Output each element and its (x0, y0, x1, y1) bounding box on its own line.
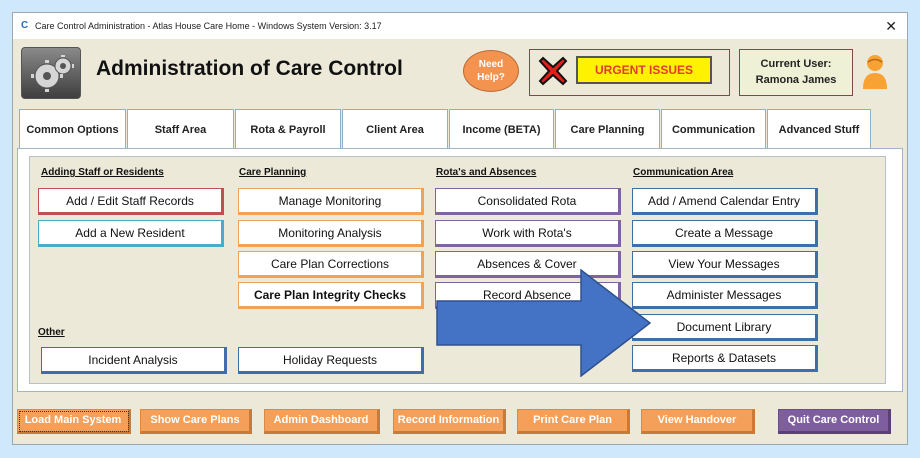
big-right-arrow (436, 269, 652, 377)
section-heading-other: Other (38, 327, 65, 338)
add-new-resident-button[interactable]: Add a New Resident (38, 220, 224, 247)
document-library-button[interactable]: Document Library (632, 314, 818, 341)
section-heading-staff-residents: Adding Staff or Residents (41, 167, 164, 178)
red-x-icon (538, 56, 568, 86)
manage-monitoring-button[interactable]: Manage Monitoring (238, 188, 424, 215)
section-heading-rotas-absences: Rota's and Absences (436, 167, 537, 178)
tab-advanced-stuff[interactable]: Advanced Stuff (767, 109, 871, 150)
incident-analysis-button[interactable]: Incident Analysis (41, 347, 227, 374)
help-button[interactable]: Need Help? (463, 50, 519, 92)
help-label-line2: Help? (477, 72, 505, 83)
care-plan-corrections-button[interactable]: Care Plan Corrections (238, 251, 424, 278)
work-with-rotas-button[interactable]: Work with Rota's (435, 220, 621, 247)
create-message-button[interactable]: Create a Message (632, 220, 818, 247)
common-options-panel: Adding Staff or Residents Add / Edit Sta… (17, 148, 903, 392)
tab-client-area[interactable]: Client Area (342, 109, 448, 150)
current-user-label: Current User: (760, 58, 832, 70)
absences-cover-button[interactable]: Absences & Cover (435, 251, 621, 278)
common-options-content: Adding Staff or Residents Add / Edit Sta… (29, 156, 886, 384)
urgent-issues-button[interactable]: URGENT ISSUES (576, 56, 712, 84)
section-heading-care-planning: Care Planning (239, 167, 307, 178)
page-title: Administration of Care Control (96, 57, 403, 80)
tab-income-beta[interactable]: Income (BETA) (449, 109, 554, 150)
show-care-plans-button[interactable]: Show Care Plans (140, 409, 252, 434)
add-amend-calendar-entry-button[interactable]: Add / Amend Calendar Entry (632, 188, 818, 215)
view-your-messages-button[interactable]: View Your Messages (632, 251, 818, 278)
app-window: C Care Control Administration - Atlas Ho… (12, 12, 908, 445)
urgent-issues-panel: URGENT ISSUES (529, 49, 730, 96)
quit-care-control-button[interactable]: Quit Care Control (778, 409, 891, 434)
monitoring-analysis-button[interactable]: Monitoring Analysis (238, 220, 424, 247)
title-bar: C Care Control Administration - Atlas Ho… (13, 13, 907, 39)
user-avatar-icon (863, 55, 887, 89)
section-heading-communication: Communication Area (633, 167, 734, 178)
record-information-button[interactable]: Record Information (393, 409, 506, 434)
load-main-system-button[interactable]: Load Main System (17, 409, 131, 434)
help-label-line1: Need (478, 59, 504, 70)
view-handover-button[interactable]: View Handover (641, 409, 755, 434)
current-user-panel: Current User: Ramona James (739, 49, 853, 96)
administer-messages-button[interactable]: Administer Messages (632, 282, 818, 309)
window-title: Care Control Administration - Atlas Hous… (35, 21, 382, 31)
add-edit-staff-records-button[interactable]: Add / Edit Staff Records (38, 188, 224, 215)
tab-care-planning[interactable]: Care Planning (555, 109, 660, 150)
tab-staff-area[interactable]: Staff Area (127, 109, 234, 150)
admin-dashboard-button[interactable]: Admin Dashboard (264, 409, 380, 434)
reports-datasets-button[interactable]: Reports & Datasets (632, 345, 818, 372)
header: Administration of Care Control Need Help… (13, 39, 907, 111)
gears-icon (21, 47, 81, 99)
print-care-plan-button[interactable]: Print Care Plan (517, 409, 630, 434)
tab-rota-payroll[interactable]: Rota & Payroll (235, 109, 341, 150)
tab-common-options[interactable]: Common Options (19, 109, 126, 150)
holiday-requests-button[interactable]: Holiday Requests (238, 347, 424, 374)
care-plan-integrity-checks-button[interactable]: Care Plan Integrity Checks (238, 282, 424, 309)
tab-bar: Common Options Staff Area Rota & Payroll… (19, 109, 879, 150)
consolidated-rota-button[interactable]: Consolidated Rota (435, 188, 621, 215)
app-icon: C (21, 20, 29, 31)
current-user-name: Ramona James (755, 74, 837, 86)
tab-communication[interactable]: Communication (661, 109, 766, 150)
close-icon[interactable]: ✕ (885, 18, 897, 34)
footer-toolbar: Load Main System Show Care Plans Admin D… (13, 398, 907, 444)
